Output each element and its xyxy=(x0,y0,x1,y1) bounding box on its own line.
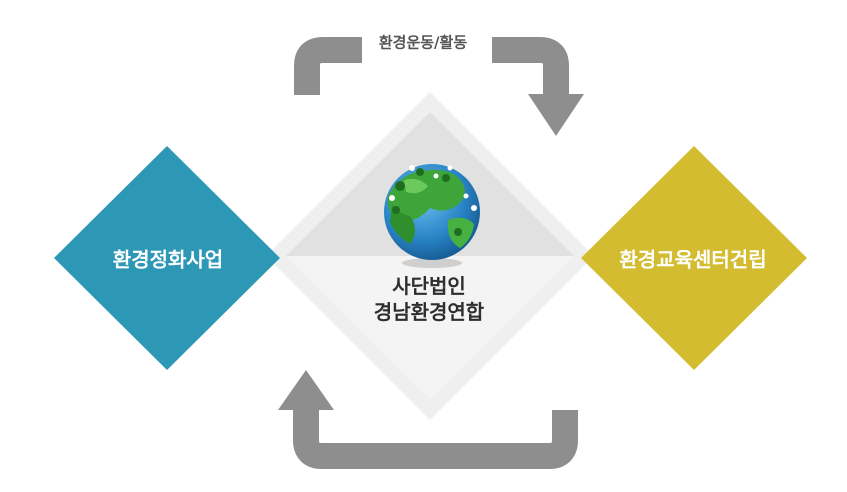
center-label-line2: 경남환경연합 xyxy=(373,300,485,324)
cycle-arrow-top xyxy=(294,37,584,136)
cycle-label: 환경운동/활동 xyxy=(378,33,468,52)
globe-icon xyxy=(384,164,480,268)
center-node-label: 사단법인 경남환경연합 xyxy=(374,273,484,325)
left-diamond xyxy=(54,146,280,370)
right-diamond xyxy=(581,146,807,370)
cycle-arrow-bottom xyxy=(278,370,578,469)
center-label-line1: 사단법인 xyxy=(392,274,466,298)
right-node-label: 환경교육센터건립 xyxy=(619,247,767,272)
left-node-label: 환경정화사업 xyxy=(112,247,224,272)
